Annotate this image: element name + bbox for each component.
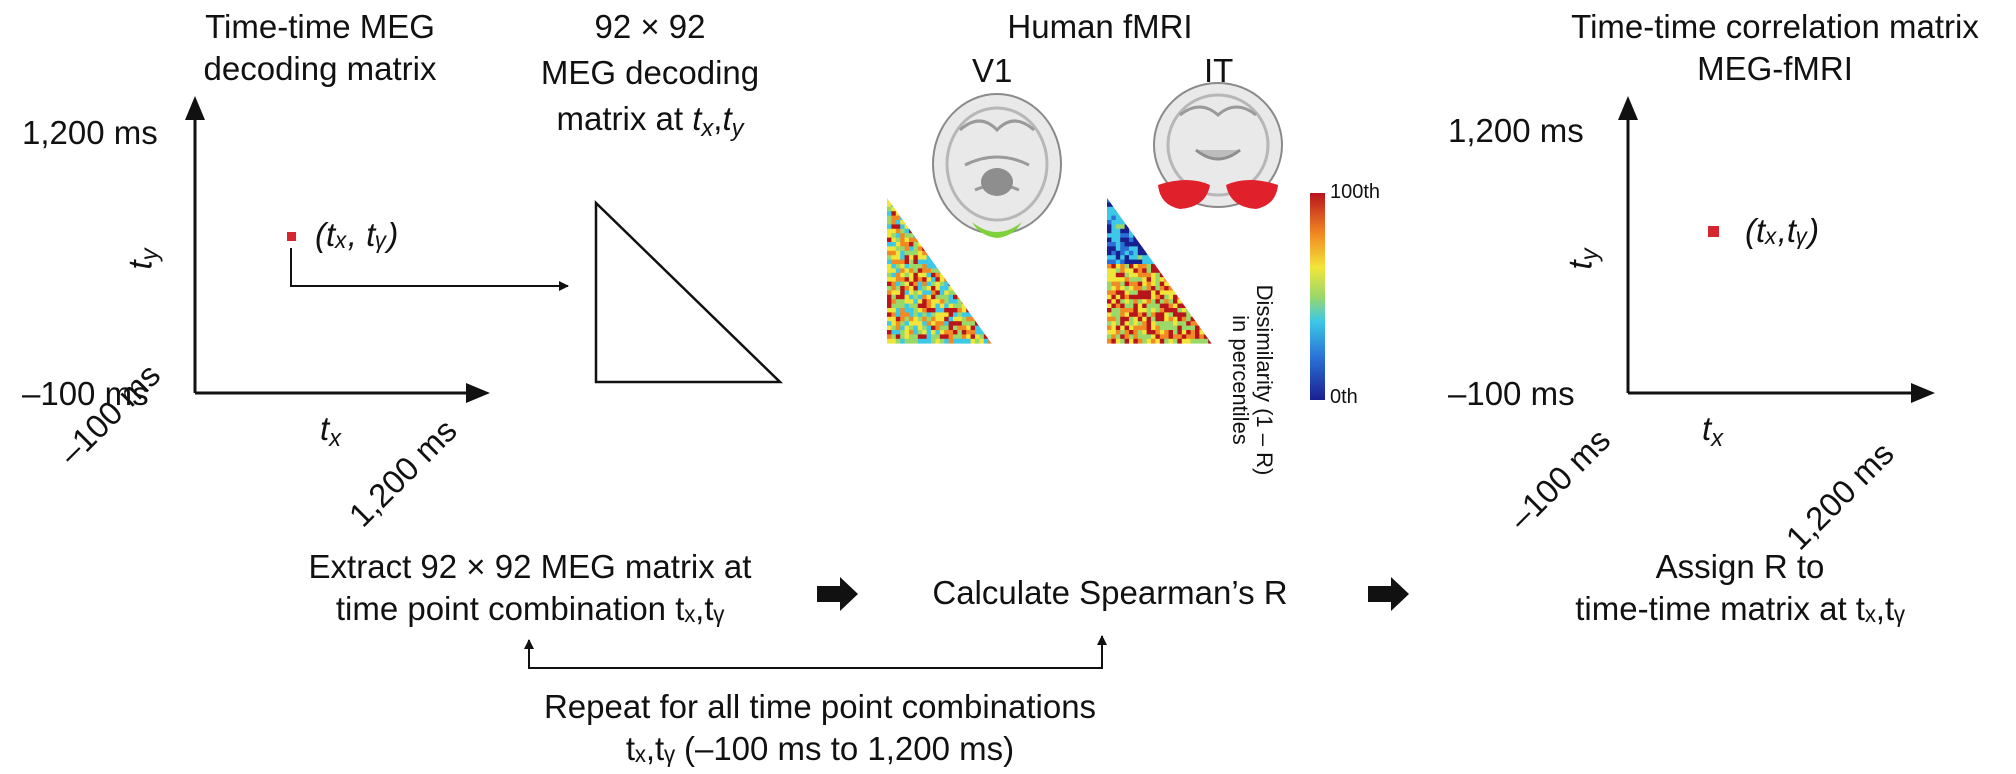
panel1-y-axis-label: ty <box>121 248 164 270</box>
panel2-title-line3: matrix at tx,ty <box>556 100 744 142</box>
panel1-point-label: (tₓ, tᵧ) <box>315 216 399 253</box>
panel3-region-v1: V1 <box>972 52 1013 89</box>
panel1-x-arrowhead <box>466 383 490 403</box>
step2-label: Calculate Spearman’s R <box>932 574 1288 611</box>
colorbar-title: Dissimilarity (1 – R) in percentiles <box>1228 284 1277 476</box>
panel4-point-label: (tₓ,tᵧ) <box>1745 212 1820 249</box>
panel4-title-line1: Time-time correlation matrix <box>1571 8 1979 45</box>
panel3-title: Human fMRI <box>1007 8 1193 45</box>
panel4-x-axis-label: tx <box>1702 410 1724 452</box>
panel4-data-point <box>1708 226 1719 237</box>
step2-to-step3-arrow <box>1368 577 1409 611</box>
panel1-y-bottom-label: –100 ms <box>22 375 149 412</box>
repeat-loop-arrow <box>528 652 1103 669</box>
panel1-connector-arrow <box>290 248 569 291</box>
panel1-y-arrowhead <box>185 96 205 120</box>
panel4-y-arrowhead <box>1618 96 1638 120</box>
panel4-y-axis-label: ty <box>1561 248 1604 270</box>
step1-line1: Extract 92 × 92 MEG matrix at <box>308 548 752 585</box>
it-region-highlight <box>1158 180 1278 209</box>
colorbar-bottom-label: 0th <box>1330 386 1358 408</box>
step1-line2: time point combination tₓ,tᵧ <box>335 590 725 627</box>
it-brain-image <box>1153 82 1283 209</box>
meg-decoding-matrix-triangle <box>594 200 784 384</box>
panel1-title-line1: Time-time MEG <box>205 8 435 45</box>
panel1-data-point <box>287 232 296 241</box>
panel4-axes <box>1618 96 1935 403</box>
panel2-title-line2: MEG decoding <box>540 54 760 91</box>
panel1-title-line2: decoding matrix <box>203 50 437 87</box>
step3-line2: time-time matrix at tₓ,tᵧ <box>1575 590 1905 627</box>
repeat-line2: tₓ,tᵧ (–100 ms to 1,200 ms) <box>625 730 1015 767</box>
panel1-y-top-label: 1,200 ms <box>22 114 158 151</box>
panel4-y-top-label: 1,200 ms <box>1448 112 1584 149</box>
panel4-x-arrowhead <box>1911 383 1935 403</box>
v1-region-highlight <box>972 222 1022 238</box>
step1-to-step2-arrow <box>817 577 858 611</box>
panel1-x-axis-label: tx <box>320 410 342 452</box>
panel1-axes <box>185 96 490 403</box>
panel3-region-it: IT <box>1204 52 1234 89</box>
panel2-title-line1: 92 × 92 <box>594 8 706 45</box>
dissimilarity-colorbar <box>1310 193 1325 400</box>
v1-brain-image <box>932 93 1062 238</box>
colorbar-top-label: 100th <box>1330 181 1381 203</box>
panel4-title-line2: MEG-fMRI <box>1697 50 1853 87</box>
step3-line1: Assign R to <box>1655 548 1825 585</box>
repeat-line1: Repeat for all time point combinations <box>543 688 1097 725</box>
panel4-y-bottom-label: –100 ms <box>1448 375 1575 412</box>
